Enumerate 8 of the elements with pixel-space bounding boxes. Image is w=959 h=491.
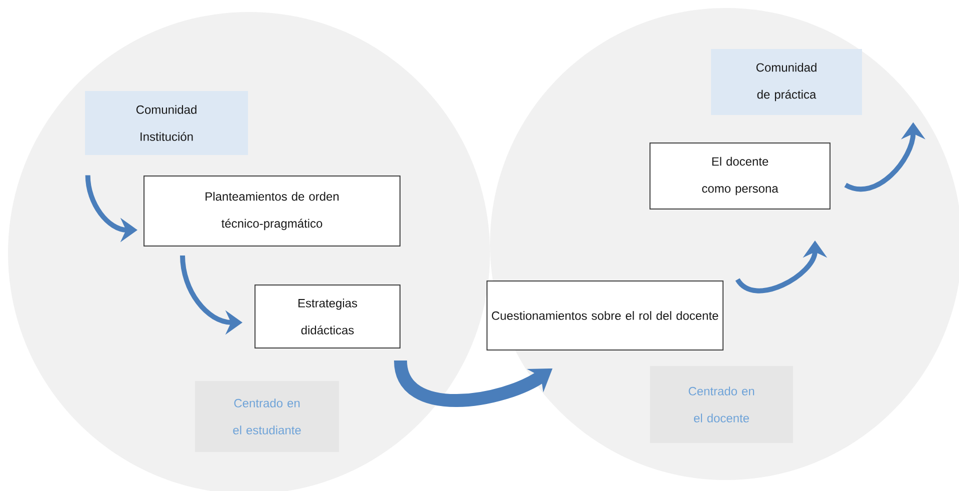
text-box: El docente como persona: [650, 142, 830, 210]
text-box: Cuestionamientos sobre el rol del docente: [486, 280, 724, 350]
label-box: Comunidad Institución: [85, 91, 248, 155]
label-box: Centrado en el docente: [650, 366, 793, 443]
label-box: Centrado en el estudiante: [195, 381, 339, 452]
label-box: Comunidad de práctica: [711, 49, 862, 115]
text-box: Estrategias didácticas: [254, 284, 400, 348]
text-box: Planteamientos de orden técnico-pragmático: [144, 176, 400, 246]
